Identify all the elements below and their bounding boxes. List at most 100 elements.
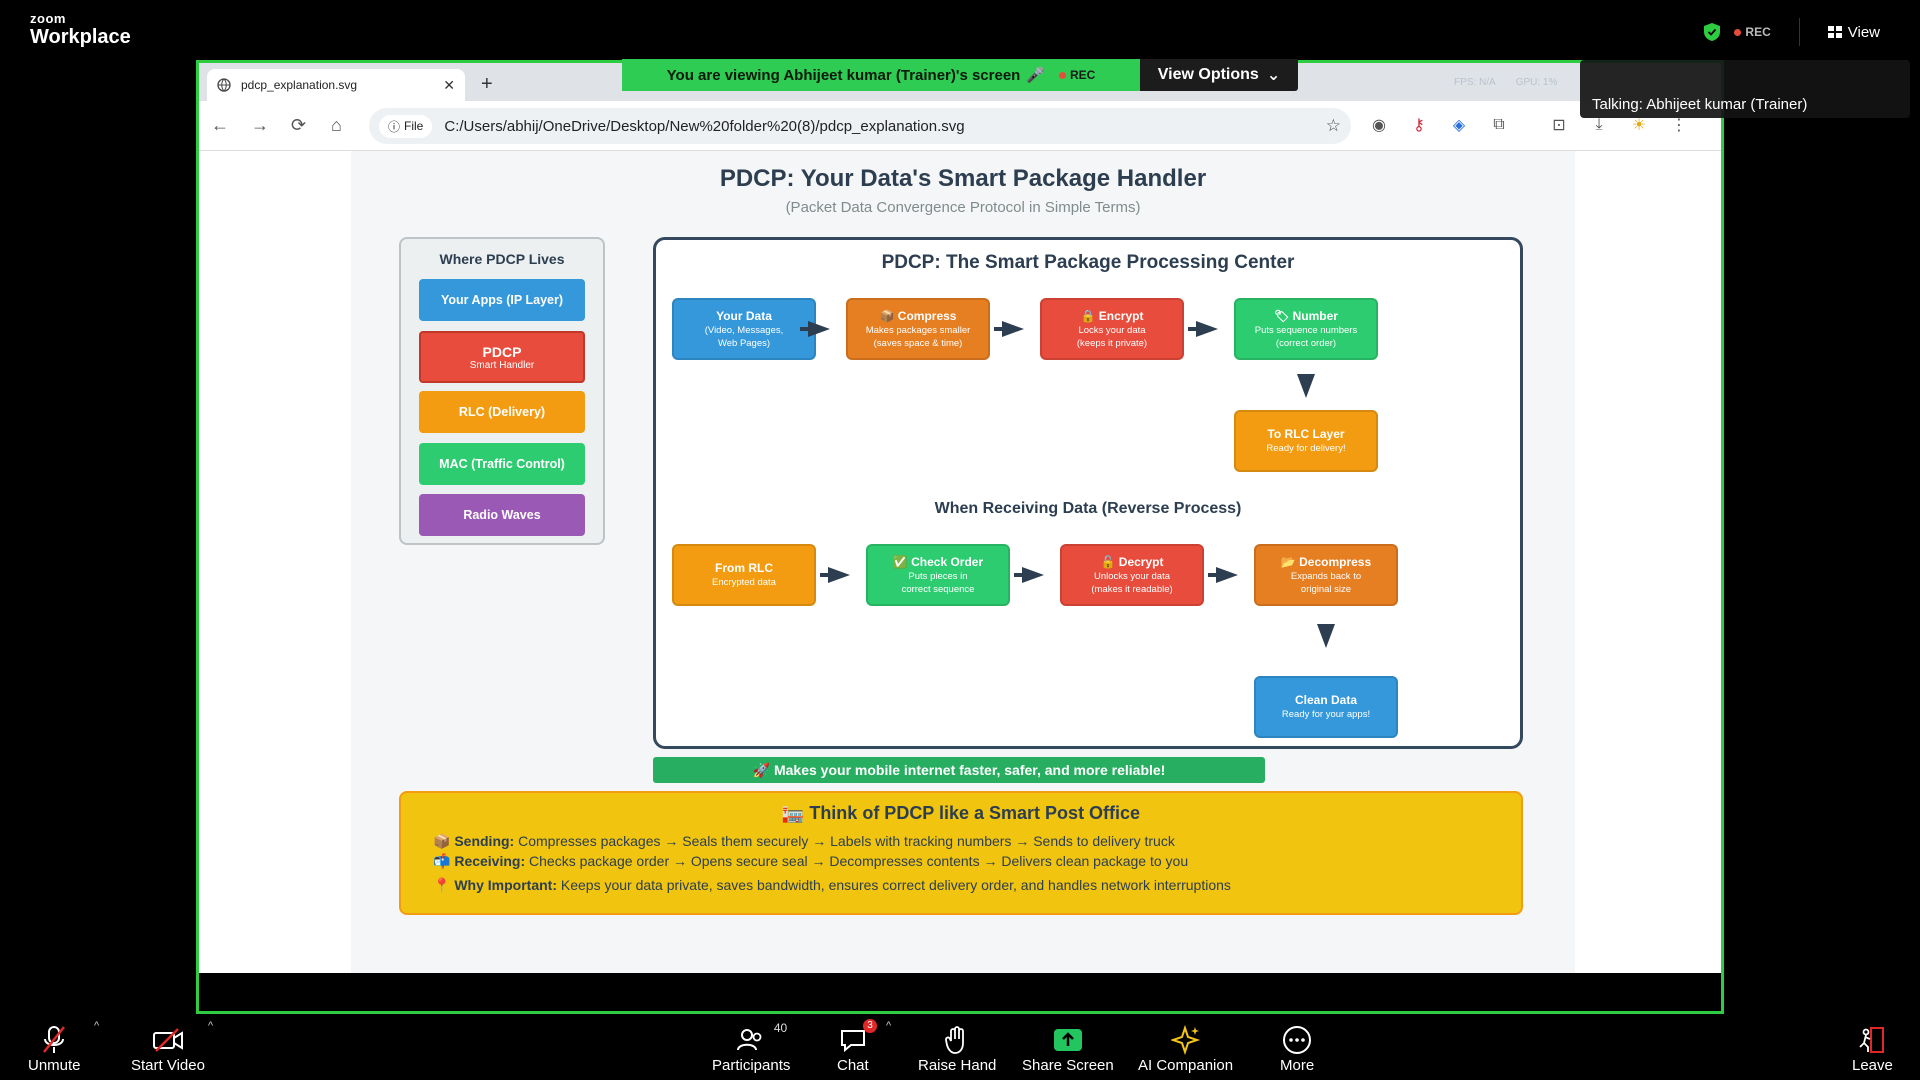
mailbox-icon: 📬 [433,853,451,869]
arrow-down-icon [1297,374,1315,398]
screen-search-icon[interactable]: ⊡ [1552,117,1566,134]
arrow-right-icon [1014,567,1044,583]
center-title: PDCP: The Smart Package Processing Cente… [881,252,1295,273]
benefit-banner: 🚀 Makes your mobile internet faster, saf… [653,757,1265,783]
raise-hand-button[interactable]: Raise Hand [918,1014,996,1080]
step-desc: Unlocks your data [1093,570,1171,582]
grid-icon [1827,26,1842,38]
reload-icon[interactable]: ⟳ [291,115,307,135]
page-subtitle: (Packet Data Convergence Protocol in Sim… [785,199,1141,216]
talking-text: Talking: Abhijeet kumar (Trainer) [1592,96,1808,113]
step-desc: Locks your data [1078,324,1146,336]
shield-icon[interactable] [1704,23,1721,41]
recording-indicator[interactable]: REC [1734,25,1771,39]
sparkle-icon [1170,1023,1201,1057]
step-desc: original size [1300,583,1352,595]
layer-radio: Radio Waves [419,494,585,536]
banner-rec: REC [1059,68,1095,82]
post-title: 🏣 Think of PDCP like a Smart Post Office [781,803,1141,823]
brand-large: Workplace [30,26,131,48]
caret-up-icon[interactable]: ^ [208,1020,214,1032]
download-icon[interactable]: ⤓ [1595,116,1603,133]
participants-button[interactable]: 40 Participants [712,1014,790,1080]
leave-door-icon [1857,1023,1887,1057]
layer-label: Your Apps (IP Layer) [440,293,563,307]
browser-window: pdcp_explanation.svg ✕ + FPS: N/A GPU: 1… [199,63,1721,973]
chat-label: Chat [837,1057,869,1074]
page-title: PDCP: Your Data's Smart Package Handler [719,165,1207,192]
kebab-menu-icon[interactable]: ⋮ [1671,117,1687,134]
url-text[interactable]: C:/Users/abhij/OneDrive/Desktop/New%20fo… [444,117,965,135]
bookmark-star-icon[interactable]: ☆ [1325,116,1341,135]
top-right-controls: REC View [1704,18,1880,46]
layer-sublabel: Smart Handler [469,359,535,371]
step-title: 🔒 Encrypt [1080,308,1144,323]
zoom-toolbar: Unmute ^ Start Video ^ 40 Participants 3… [0,1014,1920,1080]
leave-button[interactable]: Leave [1852,1014,1893,1080]
more-label: More [1280,1057,1315,1074]
profile-sun-icon[interactable]: ☀ [1631,117,1647,134]
tab-pdcp[interactable]: pdcp_explanation.svg ✕ [207,69,465,101]
home-icon[interactable]: ⌂ [331,115,342,135]
receive-title: When Receiving Data (Reverse Process) [934,500,1242,517]
participants-icon: 40 [737,1021,787,1057]
video-off-icon [152,1023,184,1057]
unmute-button[interactable]: Unmute [28,1014,81,1080]
share-screen-button[interactable]: Share Screen [1022,1014,1114,1080]
arrow-right-icon [800,321,830,337]
step-title: 🔓 Decrypt [1100,554,1164,569]
more-button[interactable]: More [1280,1014,1314,1080]
extension-gray-icon[interactable]: ◉ [1372,117,1386,134]
post-line-label: Why Important: [454,877,557,893]
step-title: To RLC Layer [1267,427,1345,441]
extension-key-icon[interactable]: ⚷ [1413,117,1425,134]
fps-readout: FPS: N/A [1454,77,1496,88]
new-tab-button[interactable]: + [481,73,493,95]
forward-arrow-icon[interactable]: → [251,115,269,135]
view-button[interactable]: View [1827,24,1880,41]
close-icon[interactable]: ✕ [443,76,455,93]
post-line-text: Checks package order → Opens secure seal… [529,853,1189,869]
step-desc: Puts sequence numbers [1254,324,1358,336]
ai-companion-label: AI Companion [1138,1057,1234,1074]
post-office-panel: 🏣 Think of PDCP like a Smart Post Office… [399,791,1523,915]
step-desc: Expands back to [1290,570,1362,582]
step-desc: Encrypted data [712,577,776,588]
zoom-logo: zoom Workplace [30,12,131,49]
ai-companion-button[interactable]: AI Companion [1138,1014,1233,1080]
participants-count: 40 [773,1021,788,1035]
step-title: Your Data [716,308,772,323]
chat-badge: 3 [863,1019,877,1033]
extension-tag-icon[interactable]: ◈ [1452,117,1466,134]
hand-icon [944,1023,970,1057]
globe-icon [217,78,231,92]
step-title: ✅ Check Order [892,554,984,569]
caret-up-icon[interactable]: ^ [886,1020,892,1032]
step-desc: (saves space & time) [873,337,963,349]
chat-button[interactable]: 3 Chat [837,1014,877,1080]
divider [1798,18,1800,46]
page-viewport: PDCP: Your Data's Smart Package Handler … [199,151,1721,973]
start-video-button[interactable]: Start Video [131,1014,205,1080]
caret-up-icon[interactable]: ^ [94,1020,100,1032]
arrow-right-icon [820,567,850,583]
processing-center-panel: PDCP: The Smart Package Processing Cente… [653,237,1523,749]
layer-mac: MAC (Traffic Control) [419,443,585,485]
step-title: 🏷 Number [1274,308,1338,323]
view-options-button[interactable]: View Options ⌄ [1140,59,1298,91]
arrow-right-icon [994,321,1024,337]
back-arrow-icon[interactable]: ← [211,115,229,135]
file-chip-label: File [404,119,424,133]
extensions-puzzle-icon[interactable]: ⧉ [1493,116,1505,133]
